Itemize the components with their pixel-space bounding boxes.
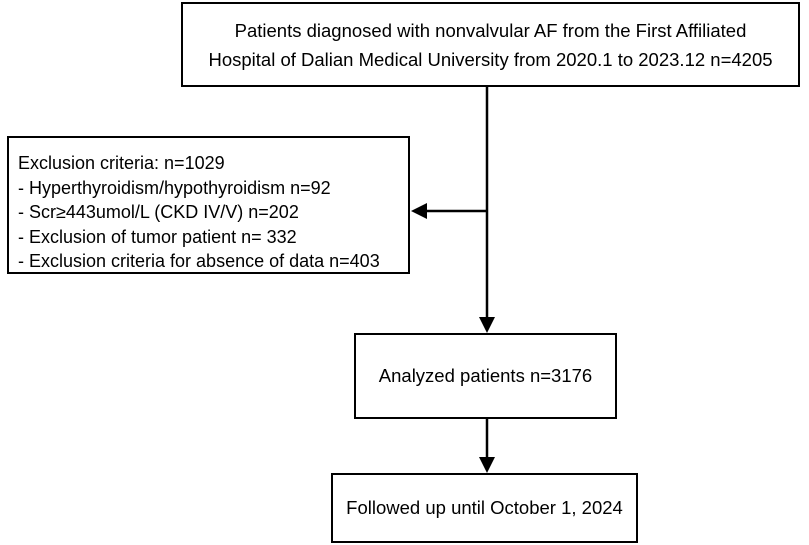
followup-text: Followed up until October 1, 2024 — [346, 497, 623, 518]
exclusion-item-tumor: - Exclusion of tumor patient n= 332 — [18, 226, 297, 247]
exclusion-title: Exclusion criteria: n=1029 — [18, 153, 225, 173]
exclusion-box: Exclusion criteria: n=1029 - Hyperthyroi… — [7, 136, 410, 274]
arrowhead-to-followup — [479, 457, 495, 473]
followup-box: Followed up until October 1, 2024 — [331, 473, 638, 543]
arrowhead-to-exclusion — [411, 203, 427, 219]
exclusion-item-ckd: - Scr≥443umol/L (CKD IV/V) n=202 — [18, 202, 299, 222]
exclusion-item-thyroid: - Hyperthyroidism/hypothyroidism n=92 — [18, 177, 331, 198]
analyzed-text: Analyzed patients n=3176 — [378, 365, 593, 386]
cohort-text-line-1: Patients diagnosed with nonvalvular AF f… — [234, 19, 747, 41]
arrowhead-to-analyzed — [479, 317, 495, 333]
cohort-box: Patients diagnosed with nonvalvular AF f… — [181, 2, 800, 87]
analyzed-box: Analyzed patients n=3176 — [354, 333, 617, 419]
cohort-text-line-2: Hospital of Dalian Medical University fr… — [208, 48, 773, 70]
exclusion-item-missing-data: - Exclusion criteria for absence of data… — [18, 251, 380, 271]
